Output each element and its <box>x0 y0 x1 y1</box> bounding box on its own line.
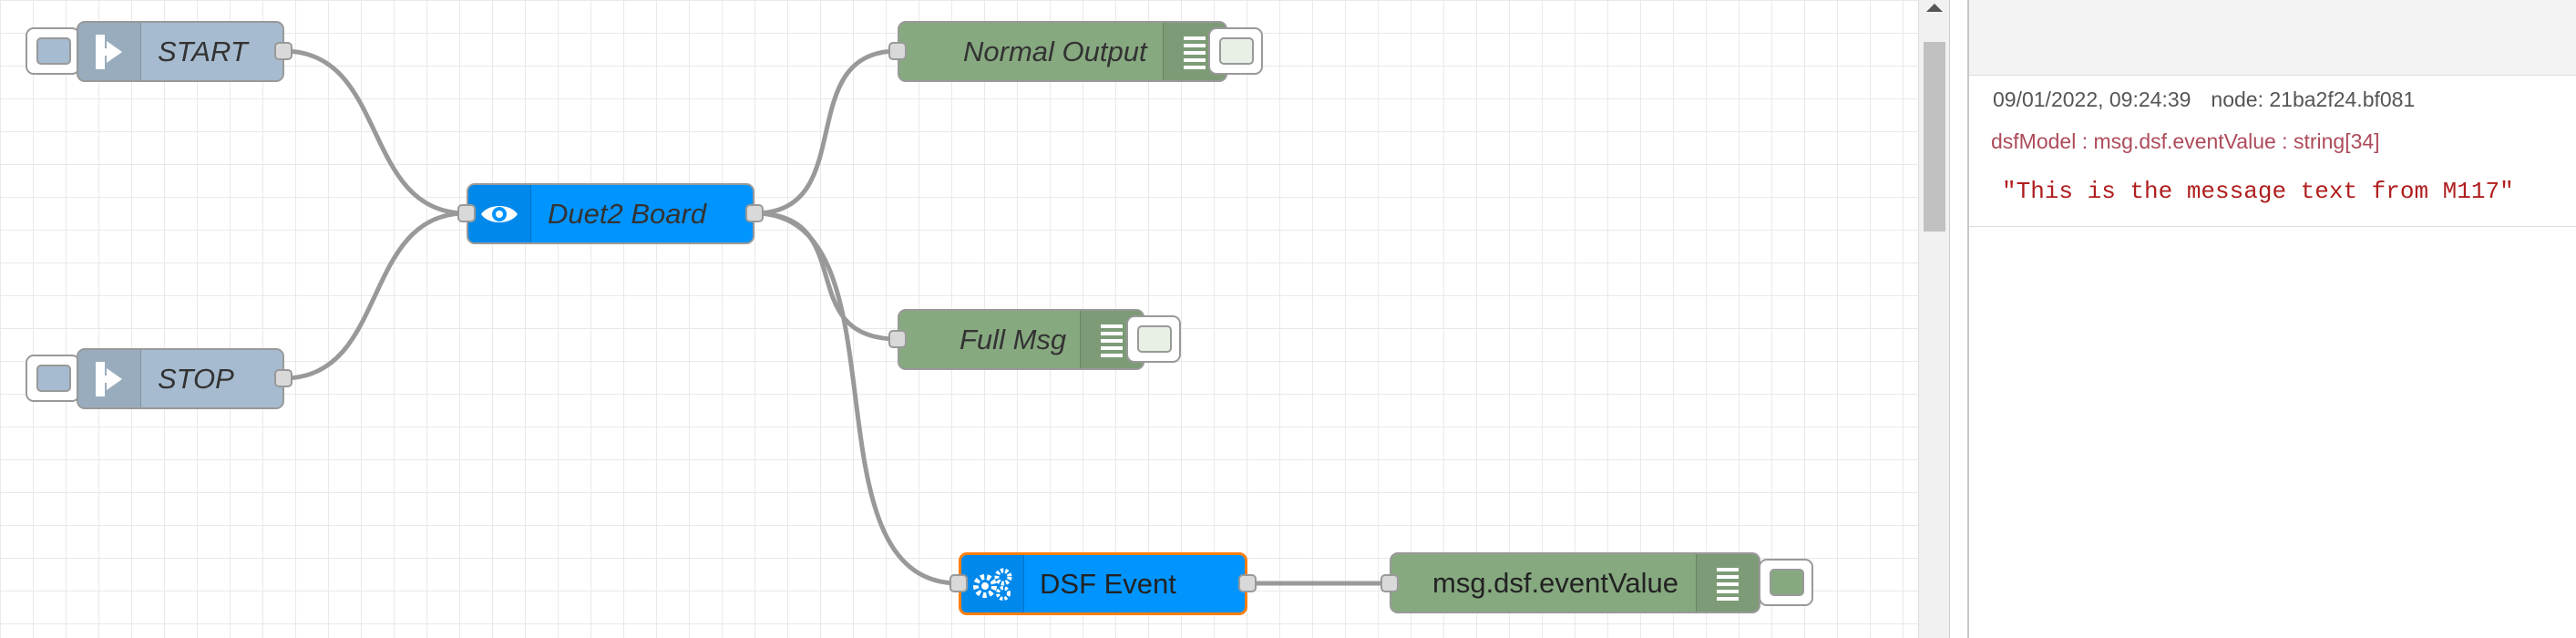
flow-workspace[interactable]: START STOP Duet2 Board Normal Output Ful… <box>0 0 1918 638</box>
node-dsf-event[interactable]: DSF Event <box>959 552 1247 615</box>
wire-duet2-full-msg[interactable] <box>754 211 898 342</box>
workspace-scrollbar[interactable] <box>1918 0 1950 638</box>
debug-sidebar: 09/01/2022, 09:24:39 node: 21ba2f24.bf081… <box>1969 0 2576 638</box>
dsf-event-input-port[interactable] <box>949 574 968 592</box>
stop-output-port[interactable] <box>274 369 292 387</box>
node-start[interactable]: START <box>77 21 284 82</box>
cogs-icon <box>961 555 1024 612</box>
debug-message-topic: dsfModel : msg.dsf.eventValue : string[3… <box>1991 129 2380 153</box>
node-stop[interactable]: STOP <box>77 348 284 409</box>
event-value-input-port[interactable] <box>1380 574 1399 592</box>
scrollbar-thumb[interactable] <box>1924 42 1945 232</box>
node-label: STOP <box>158 362 234 395</box>
debug-toolbar <box>1969 0 2576 76</box>
debug-message-timestamp: 09/01/2022, 09:24:39 <box>1993 87 2191 111</box>
wire-duet2-normal-output[interactable] <box>754 48 898 216</box>
list-icon <box>1696 554 1759 612</box>
node-label: Normal Output <box>963 35 1147 67</box>
node-full-msg[interactable]: Full Msg <box>898 309 1144 370</box>
duet2-output-port[interactable] <box>745 204 764 222</box>
normal-output-input-port[interactable] <box>888 42 907 60</box>
sidebar-splitter[interactable] <box>1949 0 1969 638</box>
flow-wires <box>282 48 1390 586</box>
full-msg-debug-toggle[interactable] <box>1126 315 1181 363</box>
node-label: DSF Event <box>1040 567 1176 600</box>
normal-output-debug-toggle[interactable] <box>1208 27 1263 75</box>
debug-message[interactable]: 09/01/2022, 09:24:39 node: 21ba2f24.bf081… <box>1969 75 2576 227</box>
eye-icon <box>468 185 531 242</box>
node-label: msg.dsf.eventValue <box>1432 566 1678 599</box>
start-output-port[interactable] <box>274 42 292 60</box>
arrow-in-icon <box>78 350 141 407</box>
node-normal-output[interactable]: Normal Output <box>898 21 1227 82</box>
arrow-in-icon <box>78 23 141 80</box>
start-inject-button[interactable] <box>26 27 80 75</box>
wire-duet2-dsf-event[interactable] <box>754 211 960 586</box>
event-value-debug-toggle[interactable] <box>1759 559 1813 606</box>
wire-start-duet2[interactable] <box>282 48 467 216</box>
node-label: START <box>158 35 248 67</box>
dsf-event-output-port[interactable] <box>1238 574 1257 592</box>
node-event-value[interactable]: msg.dsf.eventValue <box>1390 552 1760 613</box>
full-msg-input-port[interactable] <box>888 330 907 348</box>
debug-message-node-id[interactable]: node: 21ba2f24.bf081 <box>2211 87 2416 111</box>
node-duet2-board[interactable]: Duet2 Board <box>467 183 754 244</box>
debug-message-meta: 09/01/2022, 09:24:39 node: 21ba2f24.bf081 <box>1993 87 2435 112</box>
node-label: Full Msg <box>960 323 1067 355</box>
wire-stop-duet2[interactable] <box>282 211 467 381</box>
duet2-input-port[interactable] <box>457 204 476 222</box>
stop-inject-button[interactable] <box>26 355 80 402</box>
node-label: Duet2 Board <box>548 197 707 230</box>
debug-message-payload[interactable]: "This is the message text from M117" <box>2002 178 2514 205</box>
scroll-up-arrow-icon[interactable] <box>1926 4 1943 12</box>
